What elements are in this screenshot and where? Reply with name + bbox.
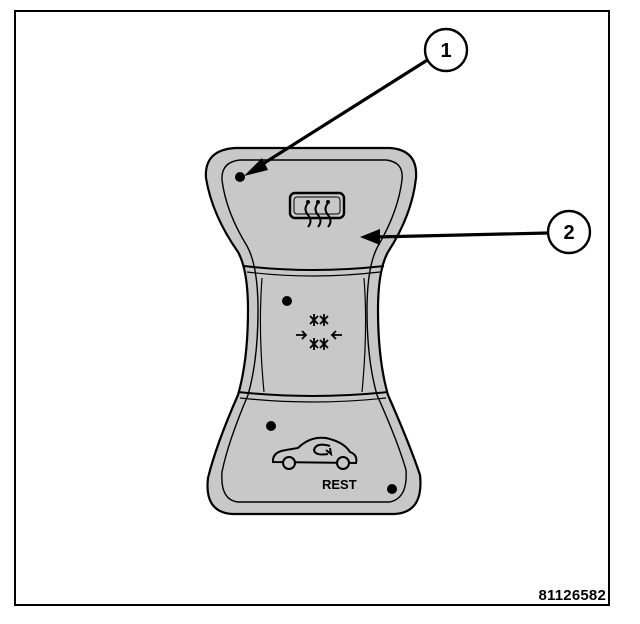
recirculation-indicator-light (266, 421, 276, 431)
callout-2: 2 (360, 209, 592, 255)
upper-separator (243, 265, 385, 271)
middle-button-left-edge (259, 277, 265, 393)
rear-defrost-button[interactable] (235, 172, 346, 228)
ac-indicator-light (282, 296, 292, 306)
figure-id: 81126582 (538, 587, 606, 604)
recirculation-button[interactable]: REST (266, 421, 397, 494)
rest-label: REST (322, 477, 357, 492)
callout-1: 1 (244, 27, 469, 176)
snowflake-icon (296, 314, 342, 350)
recirculation-car-icon (271, 436, 358, 470)
lower-separator-inner (239, 397, 387, 403)
air-conditioning-button[interactable] (282, 296, 342, 350)
panel-outline (204, 146, 422, 516)
lower-separator (237, 391, 389, 397)
rest-indicator-light (387, 484, 397, 494)
callout-1-number: 1 (440, 40, 451, 62)
rear-defrost-icon (288, 191, 346, 228)
callout-2-number: 2 (563, 222, 574, 244)
figure-frame (14, 10, 610, 606)
middle-button-right-edge (361, 277, 367, 393)
upper-separator-inner (246, 271, 381, 277)
rear-defrost-indicator-light (235, 172, 245, 182)
panel-inner-outline (221, 159, 407, 503)
